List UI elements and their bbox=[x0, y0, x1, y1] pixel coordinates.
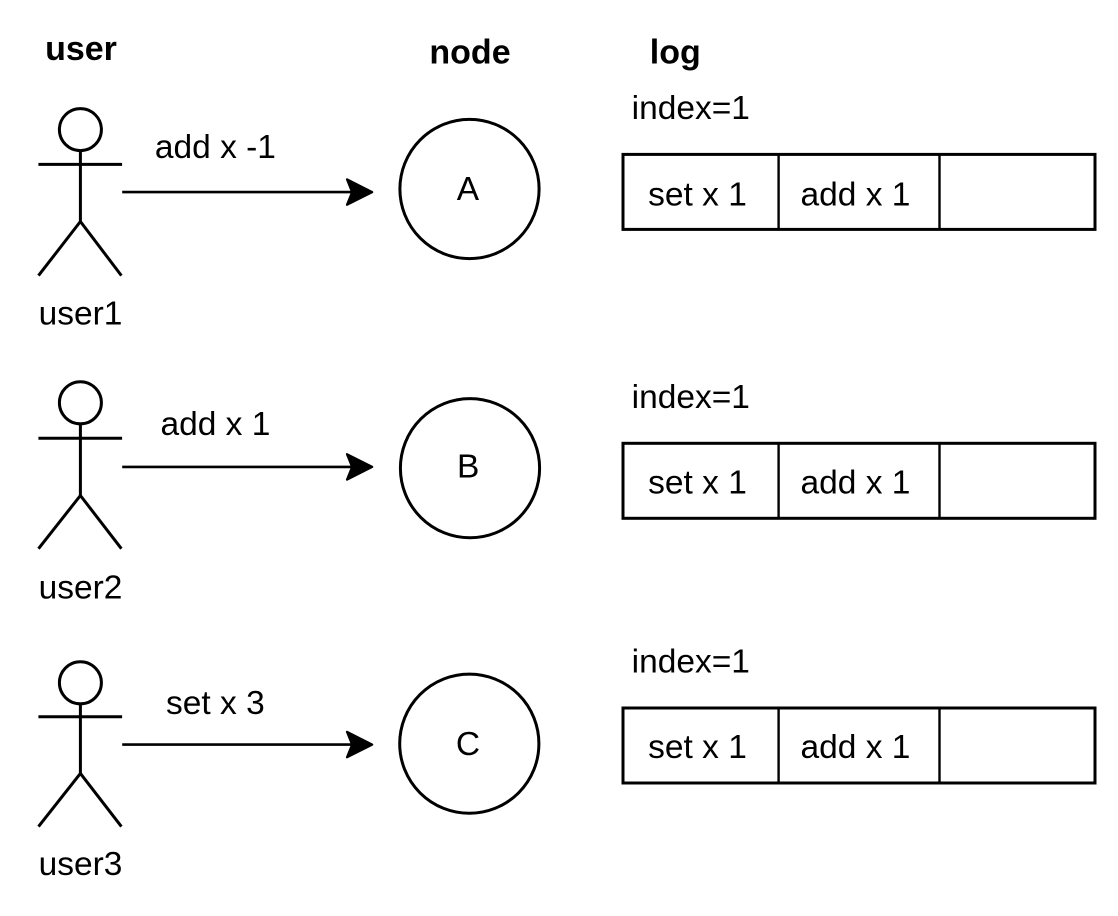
svg-text:node: node bbox=[429, 33, 510, 71]
svg-text:index=1: index=1 bbox=[632, 90, 750, 127]
svg-text:set x 3: set x 3 bbox=[166, 685, 265, 722]
svg-text:add x 1: add x 1 bbox=[801, 465, 911, 502]
svg-text:A: A bbox=[457, 171, 480, 208]
svg-text:set x 1: set x 1 bbox=[648, 177, 747, 214]
svg-text:C: C bbox=[456, 726, 480, 763]
svg-text:add x 1: add x 1 bbox=[801, 177, 911, 214]
svg-text:B: B bbox=[457, 448, 479, 485]
svg-text:index=1: index=1 bbox=[632, 643, 750, 680]
svg-text:log: log bbox=[650, 33, 701, 71]
svg-text:set x 1: set x 1 bbox=[648, 465, 747, 502]
svg-text:user2: user2 bbox=[39, 569, 123, 606]
svg-text:user: user bbox=[45, 30, 117, 68]
svg-text:add x -1: add x -1 bbox=[155, 129, 276, 166]
svg-text:add x 1: add x 1 bbox=[160, 406, 270, 443]
svg-text:user1: user1 bbox=[39, 296, 123, 333]
svg-text:index=1: index=1 bbox=[632, 379, 750, 416]
svg-text:user3: user3 bbox=[39, 846, 123, 883]
svg-text:add x 1: add x 1 bbox=[801, 729, 911, 766]
svg-text:set x 1: set x 1 bbox=[648, 729, 747, 766]
